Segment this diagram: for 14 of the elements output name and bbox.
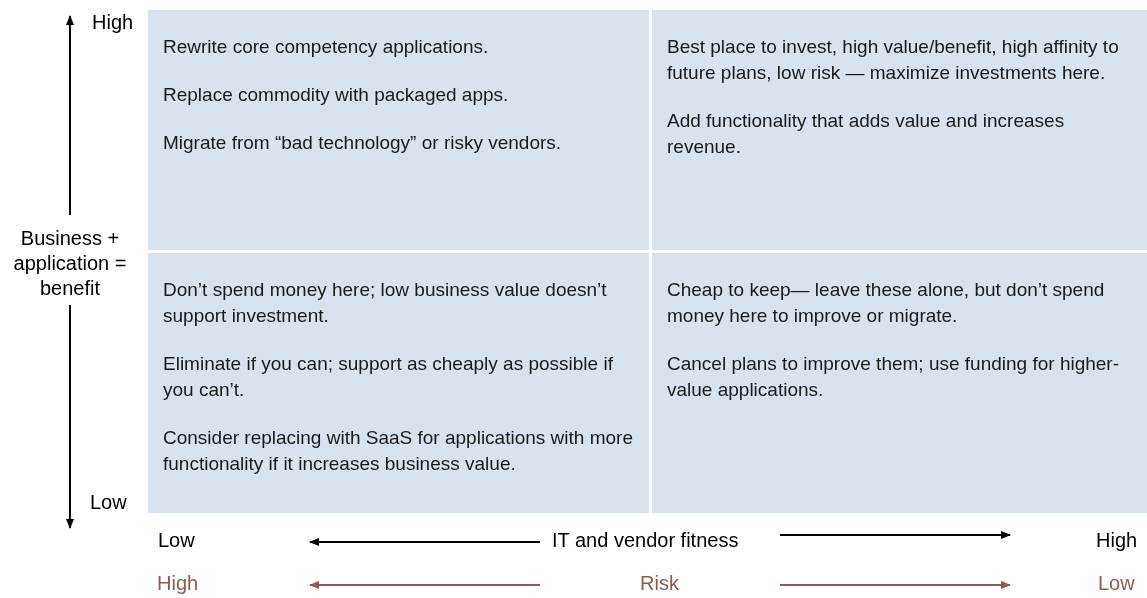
quadrant-text: Eliminate if you can; support as cheaply as possible if you can’t. — [163, 352, 614, 402]
quadrant-text: Cheap to keep— leave these alone, but don’t spend money here to improve or migrate. — [667, 278, 1106, 328]
quadrant-text: Cancel plans to improve them; use funding for higher-value applications. — [667, 352, 1121, 402]
quadrant-text: Consider replacing with SaaS for applications with more functionality if it increases business value. — [163, 426, 634, 476]
quadrant-text: Add functionality that adds value and increases revenue. — [667, 109, 1066, 159]
quadrant-box — [148, 253, 649, 513]
quadrant-box — [148, 10, 649, 250]
quadrant-text: Replace commodity with packaged apps. — [163, 83, 510, 107]
quadrant-text: Don’t spend money here; low business value doesn’t support investment. — [163, 278, 608, 328]
quadrant-text: Rewrite core competency applications. — [163, 35, 490, 59]
quadrant-text: Migrate from “bad technology” or risky vendors. — [163, 131, 563, 155]
quadrant-box — [652, 10, 1147, 250]
quadrant-box — [652, 253, 1147, 513]
quadrant-text: Best place to invest, high value/benefit, high affinity to future plans, low risk — maximize investments here. — [667, 35, 1120, 85]
